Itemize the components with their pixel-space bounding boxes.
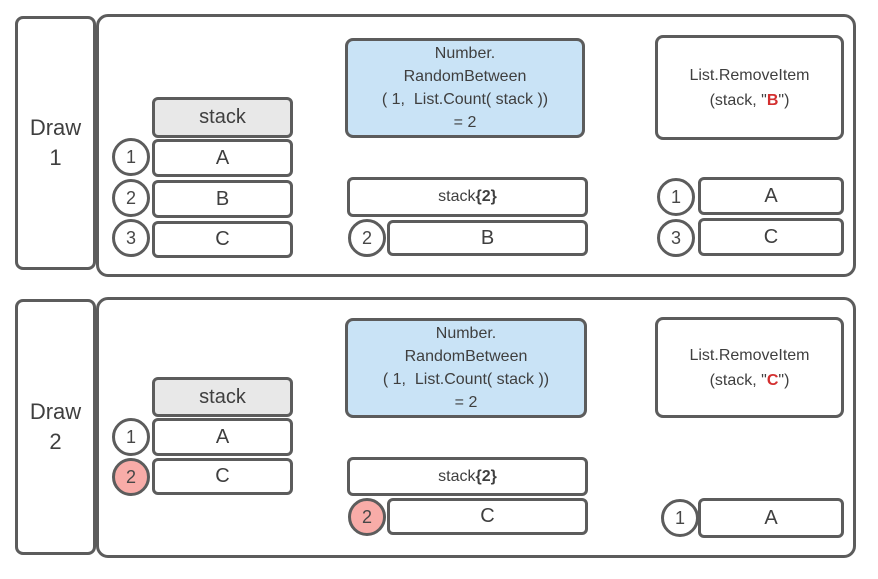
draw-1-stack-row-b: B: [152, 180, 293, 218]
formula-line: RandomBetween: [403, 68, 527, 85]
stack-header-label: stack: [199, 106, 246, 128]
draw-1-stack-header: stack: [152, 97, 293, 138]
index-number: 2: [125, 466, 136, 487]
draw-1-result-index-1-badge: 1: [657, 178, 695, 216]
index-number: 2: [361, 227, 372, 248]
result-letter: A: [764, 184, 778, 207]
stack-row-letter: B: [215, 187, 230, 210]
draw-2-random-formula: Number. RandomBetween ( 1, List.Count( s…: [345, 318, 587, 418]
index-expression-text: stack: [438, 467, 476, 485]
formula-line: ( 1, List.Count( stack )): [381, 91, 549, 108]
draw-1-stack-index-1-badge: 1: [112, 138, 150, 176]
remove-suffix: "): [778, 91, 790, 109]
stack-header-label: stack: [199, 385, 246, 408]
draw-1-label: Draw 1: [15, 16, 96, 270]
remove-formula-line1: List.RemoveItem: [689, 346, 810, 364]
draw-2-stack-header: stack: [152, 377, 293, 417]
index-number: 3: [670, 227, 681, 248]
selected-letter: C: [480, 505, 495, 527]
draw-1-result-row-c: C: [698, 218, 844, 256]
index-number: 2: [125, 187, 136, 208]
remove-suffix: "): [778, 371, 790, 389]
index-number: 2: [361, 506, 372, 527]
index-expression-text: stack: [438, 188, 476, 205]
remove-prefix: (stack, ": [709, 91, 767, 109]
draw-1-label-word: Draw: [29, 115, 82, 140]
stack-row-letter: C: [215, 465, 230, 487]
draw-1-remove-formula: List.RemoveItem (stack, "B"): [655, 35, 844, 140]
index-number: 1: [670, 186, 681, 207]
remove-formula-line1: List.RemoveItem: [689, 66, 810, 84]
draw-2-stack-row-a: A: [152, 418, 293, 456]
index-expression-index: {2}: [475, 467, 497, 485]
draw-2-label-number: 2: [49, 429, 62, 454]
draw-2-result-index-1-badge: 1: [661, 499, 699, 537]
draw-1-result-row-a: A: [698, 177, 844, 215]
remove-formula-line2: (stack, "C"): [710, 368, 790, 393]
draw-2-label-word: Draw: [29, 399, 82, 424]
draw-2-panel: [96, 297, 856, 558]
index-expression-index: {2}: [475, 188, 497, 205]
index-number: 1: [674, 507, 685, 528]
selected-letter: B: [480, 226, 495, 249]
draw-2-remove-formula: List.RemoveItem (stack, "C"): [655, 317, 844, 418]
draw-1-selected-index-badge: 2: [348, 219, 386, 257]
index-number: 1: [125, 146, 136, 167]
formula-line: ( 1, List.Count( stack )): [382, 371, 550, 388]
removed-letter: B: [766, 91, 779, 109]
draw-2-stack-index-1-badge: 1: [112, 418, 150, 456]
draw-1-stack-index-2-badge: 2: [112, 179, 150, 217]
draw-2-result-row-a: A: [698, 498, 844, 538]
remove-formula-line2: (stack, "B"): [710, 88, 790, 113]
draw-2-label: Draw 2: [15, 299, 96, 555]
draw-2-selected-index-badge-highlighted: 2: [348, 498, 386, 536]
index-number: 3: [125, 227, 136, 248]
removed-letter: C: [766, 371, 779, 389]
draw-1-stack-row-a: A: [152, 139, 293, 177]
draw-1-random-formula: Number. RandomBetween ( 1, List.Count( s…: [345, 38, 585, 138]
formula-line: Number.: [434, 45, 496, 62]
draw-2-index-expression: stack{2}: [347, 457, 588, 496]
formula-line: Number.: [435, 325, 497, 342]
stack-row-letter: A: [215, 146, 230, 169]
draw-1-result-index-3-badge: 3: [657, 219, 695, 257]
stack-row-letter: A: [215, 425, 230, 448]
draw-2-stack-row-c: C: [152, 458, 293, 495]
draw-1-selected-item: B: [387, 220, 588, 256]
index-number: 1: [125, 426, 136, 447]
remove-prefix: (stack, ": [709, 371, 767, 389]
draw-1-stack-index-3-badge: 3: [112, 219, 150, 257]
result-letter: C: [763, 225, 779, 248]
formula-result: = 2: [453, 114, 477, 131]
result-letter: A: [764, 506, 778, 529]
formula-line: RandomBetween: [404, 348, 528, 365]
draw-1-stack-row-c: C: [152, 221, 293, 258]
draw-2-stack-index-2-badge-highlighted: 2: [112, 458, 150, 496]
formula-result: = 2: [454, 394, 478, 411]
draw-1-label-number: 1: [49, 145, 62, 170]
stack-row-letter: C: [215, 228, 230, 250]
draw-1-panel: [96, 14, 856, 277]
draw-2-selected-item: C: [387, 498, 588, 535]
draw-1-index-expression: stack{2}: [347, 177, 588, 217]
